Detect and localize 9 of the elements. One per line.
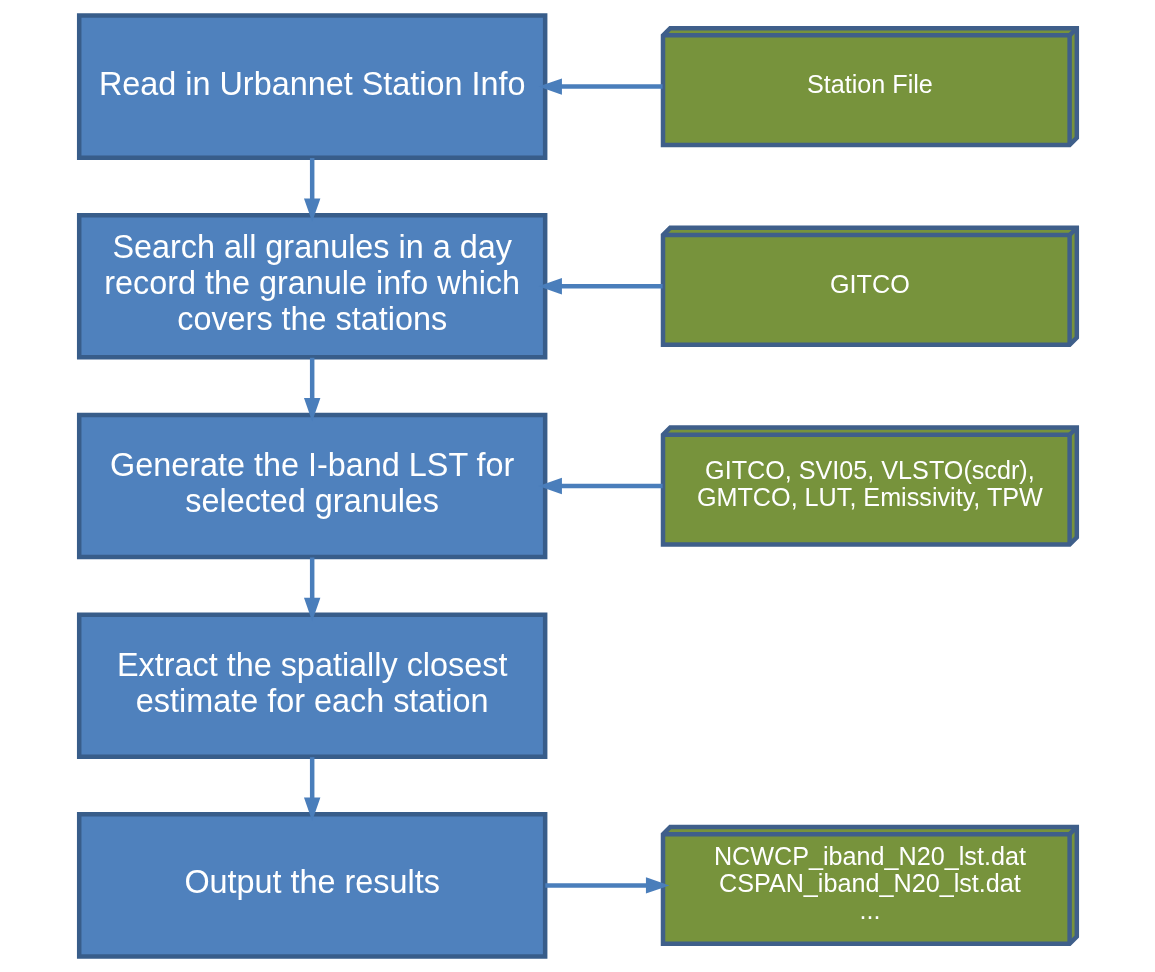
node-box: Generate the I-band LST for selected granules xyxy=(76,412,547,560)
arrow xyxy=(303,757,320,821)
node-box: Output the results xyxy=(76,812,547,959)
node-box: Read in Urbannet Station Info xyxy=(76,13,547,160)
arrow xyxy=(544,877,669,894)
arrow xyxy=(303,357,320,422)
arrow xyxy=(537,278,663,295)
node-box: Search all granules in a day record the granule info which covers the stations xyxy=(76,213,547,360)
node-box: Extract the spatially closest estimate for each station xyxy=(76,612,547,759)
